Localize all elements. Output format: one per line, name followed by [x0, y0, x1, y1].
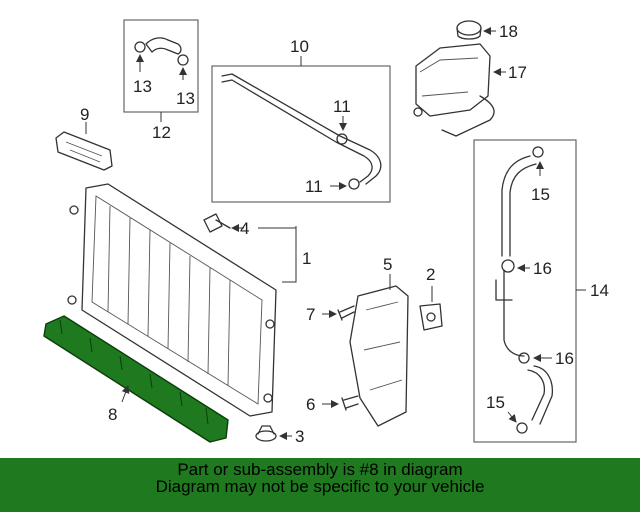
air-guard-5	[349, 285, 409, 427]
callout-4: 4	[240, 219, 249, 238]
callout-1: 1	[302, 249, 311, 268]
bracket-9	[55, 131, 113, 171]
bolt-7	[337, 305, 355, 321]
callout-13-right: 13	[176, 89, 195, 108]
upper-hose-14	[495, 146, 554, 434]
callout-10: 10	[290, 37, 309, 56]
banner-line-2: Diagram may not be specific to your vehi…	[155, 477, 485, 496]
callout-6: 6	[306, 395, 315, 414]
fitment-notice-banner: Part or sub-assembly is #8 in diagram Di…	[0, 458, 640, 512]
callout-8: 8	[108, 405, 117, 424]
group-box-14	[473, 139, 577, 443]
callout-15-upper: 15	[531, 185, 550, 204]
sensor-4	[203, 213, 231, 233]
callout-13-left: 13	[133, 77, 152, 96]
group-box-10	[211, 65, 391, 203]
callout-12: 12	[152, 123, 171, 142]
banner-line-1: Part or sub-assembly is #8 in diagram	[177, 460, 463, 479]
callout-9: 9	[80, 105, 89, 124]
parts-diagram: 13 13 12 10 11 11 17 18 9	[43, 19, 609, 446]
grommet-3	[255, 425, 277, 442]
radiator-1	[67, 183, 277, 417]
callout-11-lower: 11	[305, 177, 323, 196]
callout-15-lower: 15	[486, 393, 505, 412]
reservoir-cap-18	[456, 20, 482, 40]
callout-17: 17	[508, 63, 527, 82]
callout-5: 5	[383, 255, 392, 274]
callout-14: 14	[590, 281, 609, 300]
callout-3: 3	[295, 427, 304, 446]
bolt-6	[341, 395, 359, 411]
reservoir-tank-17	[413, 43, 495, 137]
callout-7: 7	[306, 305, 315, 324]
callout-16-upper: 16	[533, 259, 552, 278]
callout-2: 2	[426, 265, 435, 284]
air-guard-8	[43, 315, 229, 443]
callout-16-lower: 16	[555, 349, 574, 368]
hose-13-assembly	[134, 37, 189, 80]
callout-11-upper: 11	[333, 97, 351, 116]
callout-18: 18	[499, 22, 518, 41]
mount-2	[419, 303, 443, 331]
overflow-hose-10	[221, 73, 382, 190]
